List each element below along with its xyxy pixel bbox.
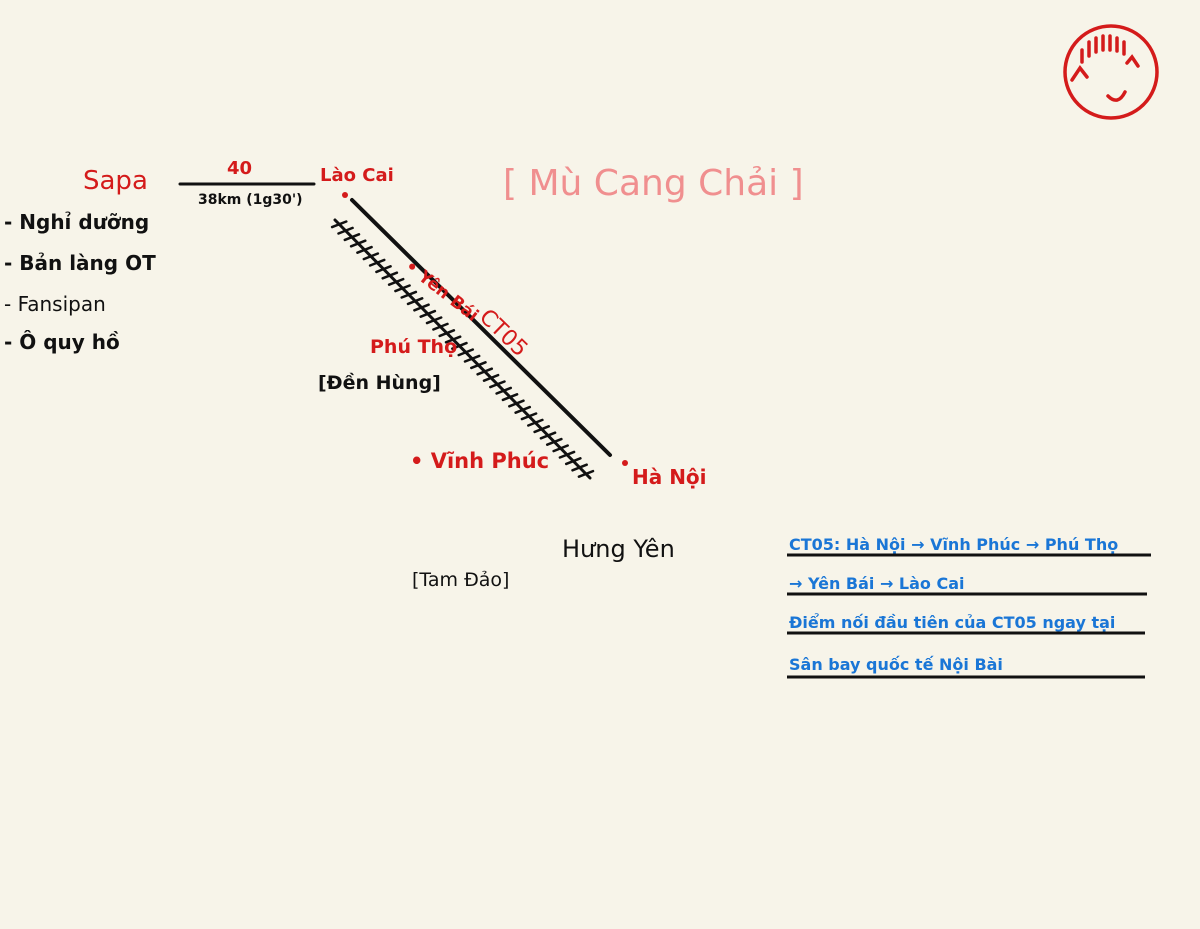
sapa-activity: - Ô quy hồ bbox=[4, 330, 120, 354]
note-line: Sân bay quốc tế Nội Bài bbox=[789, 655, 1003, 674]
railway-hatch bbox=[337, 226, 354, 235]
sapa-distance-bottom: 38km (1g30') bbox=[198, 192, 303, 208]
railway-hatch bbox=[463, 354, 481, 363]
ct05-highway-line bbox=[350, 198, 612, 457]
railway-hatch bbox=[539, 431, 557, 440]
railway-hatch bbox=[387, 277, 405, 286]
railway-hatch bbox=[356, 245, 373, 254]
railway-hatch bbox=[482, 373, 500, 382]
hanoi-label: Hà Nội bbox=[632, 465, 707, 489]
railway-hatch bbox=[457, 348, 475, 357]
sapa-activity: - Nghỉ dưỡng bbox=[4, 210, 150, 234]
railway-hatch bbox=[362, 252, 380, 261]
railway-hatch bbox=[406, 297, 424, 306]
sapa-label: Sapa bbox=[83, 166, 148, 196]
railway-hatch bbox=[508, 399, 525, 408]
phutho-label: Phú Thọ bbox=[370, 336, 458, 358]
railway-hatch bbox=[552, 444, 569, 453]
railway-hatch bbox=[419, 309, 437, 318]
railway-hatch bbox=[571, 463, 588, 472]
mucangchai-label: [ Mù Cang Chải ] bbox=[503, 163, 804, 204]
railway-hatch bbox=[495, 386, 513, 395]
sapa-distance-top: 40 bbox=[227, 158, 253, 179]
hungyen-label: Hưng Yên bbox=[562, 535, 675, 563]
railway-hatch bbox=[413, 303, 430, 312]
denhung-label: [Đền Hùng] bbox=[318, 372, 441, 394]
railway-hatch bbox=[558, 450, 576, 459]
vinhphuc-label: • Vĩnh Phúc bbox=[410, 449, 550, 473]
railway-hatch bbox=[564, 457, 582, 466]
railway-hatch bbox=[343, 233, 361, 242]
railway-hatch bbox=[425, 316, 443, 325]
railway-hatch bbox=[381, 271, 399, 280]
railway-hatch bbox=[394, 284, 411, 293]
note-line: Điểm nối đầu tiên của CT05 ngay tại bbox=[789, 613, 1116, 632]
railway-hatch bbox=[470, 361, 487, 370]
railway-hatch bbox=[349, 239, 367, 248]
railway-hatch bbox=[545, 437, 563, 446]
note-line: CT05: Hà Nội → Vĩnh Phúc → Phú Thọ bbox=[789, 535, 1119, 554]
laocai-dot bbox=[342, 192, 348, 198]
smiley-face-icon bbox=[1063, 24, 1159, 120]
railway-hatch bbox=[533, 425, 551, 434]
laocai-label: Lào Cai bbox=[320, 165, 394, 186]
railway-hatch bbox=[476, 367, 494, 376]
railway-hatch bbox=[577, 469, 595, 478]
railway-hatch bbox=[438, 329, 456, 338]
tamdao-label: [Tam Đảo] bbox=[412, 569, 510, 591]
railway-hatch bbox=[451, 341, 468, 350]
railway-hatch bbox=[527, 418, 544, 427]
hanoi-dot bbox=[622, 460, 628, 466]
railway-hatch bbox=[444, 335, 462, 344]
railway-hatch bbox=[330, 220, 348, 229]
note-line: → Yên Bái → Lào Cai bbox=[789, 574, 965, 593]
railway-hatch bbox=[514, 405, 532, 414]
railway-hatch bbox=[501, 393, 519, 402]
railway-hatch bbox=[432, 322, 449, 331]
railway-hatch bbox=[400, 290, 418, 299]
sapa-activity: - Fansipan bbox=[4, 292, 106, 316]
railway-hatches bbox=[330, 220, 595, 478]
railway-hatch bbox=[368, 258, 386, 267]
railway-hatch bbox=[489, 380, 506, 389]
sapa-activity: - Bản làng OT bbox=[4, 251, 156, 275]
railway-hatch bbox=[520, 412, 538, 421]
railway-hatch bbox=[375, 265, 392, 274]
